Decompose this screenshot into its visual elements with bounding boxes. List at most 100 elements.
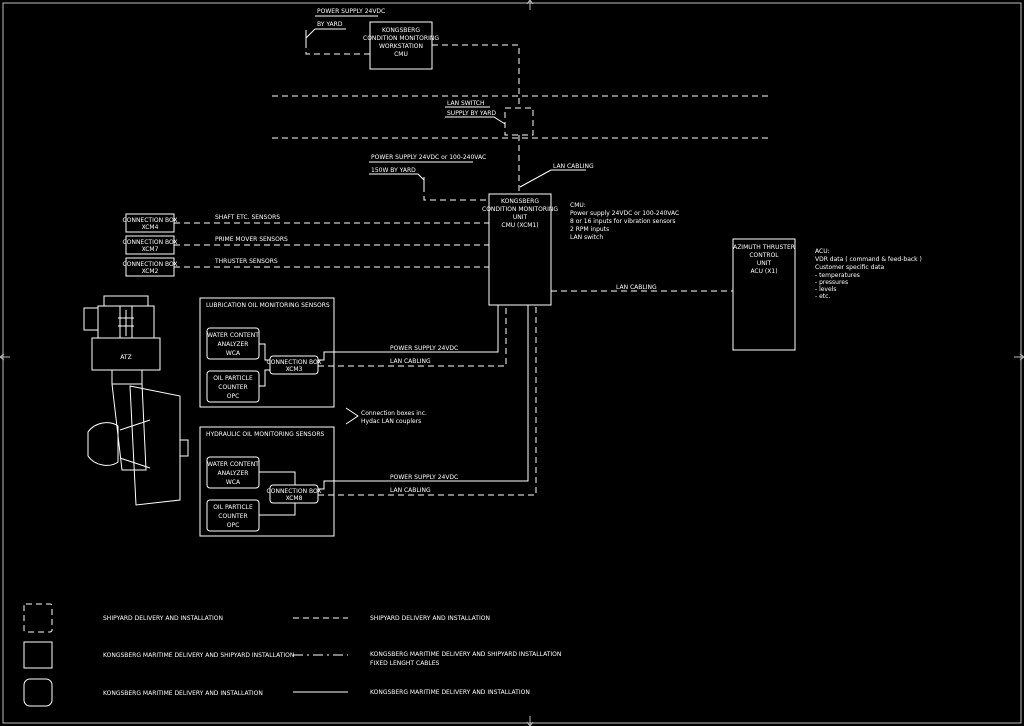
svg-text:CONDITION MONITORING: CONDITION MONITORING — [482, 206, 558, 213]
svg-text:KONGSBERG MARITIME DELIVERY AN: KONGSBERG MARITIME DELIVERY AND INSTALLA… — [103, 690, 263, 697]
svg-text:KONGSBERG: KONGSBERG — [382, 27, 420, 34]
svg-text:UNIT: UNIT — [757, 260, 772, 267]
svg-text:KONGSBERG MARITIME DELIVERY AN: KONGSBERG MARITIME DELIVERY AND INSTALLA… — [370, 689, 530, 696]
acu-notes: ACU: VDR data ( command & feed-back ) Cu… — [815, 248, 922, 300]
svg-text:OPC: OPC — [227, 393, 240, 400]
hyd-water-content-analyzer: WATER CONTENT ANALYZER WCA — [206, 456, 260, 489]
lube-lan-label: LAN CABLING — [390, 358, 431, 365]
workstation-power-supply: POWER SUPPLY 24VDC BY YARD — [305, 8, 385, 55]
svg-text:ANALYZER: ANALYZER — [218, 341, 249, 348]
svg-text:AZIMUTH THRUSTER: AZIMUTH THRUSTER — [733, 244, 795, 251]
svg-text:CONNECTION BOX: CONNECTION BOX — [267, 359, 322, 366]
svg-text:KONGSBERG MARITIME DELIVERY AN: KONGSBERG MARITIME DELIVERY AND SHIPYARD… — [103, 652, 294, 659]
svg-text:LUBRICATION OIL MONITORING SEN: LUBRICATION OIL MONITORING SENSORS — [206, 302, 330, 309]
connection-box-xcm4: CONNECTION BOX XCM4 — [123, 213, 178, 233]
svg-text:CMU (XCM1): CMU (XCM1) — [501, 222, 538, 229]
legend-row-km-shipyard: KONGSBERG MARITIME DELIVERY AND SHIPYARD… — [23, 641, 561, 669]
hyd-oil-particle-counter: OIL PARTICLE COUNTER OPC — [206, 499, 260, 532]
hyd-lan-label: LAN CABLING — [390, 487, 431, 494]
prime-mover-sensors-label: PRIME MOVER SENSORS — [215, 236, 288, 243]
lan-switch-label: LAN SWITCH — [447, 100, 485, 107]
hydraulic-oil-group: HYDRAULIC OIL MONITORING SENSORS WATER C… — [199, 426, 335, 537]
legend-row-km: KONGSBERG MARITIME DELIVERY AND INSTALLA… — [23, 678, 530, 707]
thruster-sensors-label: THRUSTER SENSORS — [214, 258, 278, 265]
svg-text:CONTROL: CONTROL — [749, 252, 779, 259]
svg-text:KONGSBERG MARITIME DELIVERY AN: KONGSBERG MARITIME DELIVERY AND SHIPYARD… — [370, 651, 561, 658]
svg-text:Customer specific data: Customer specific data — [815, 264, 884, 271]
svg-text:2 RPM inputs: 2 RPM inputs — [570, 226, 609, 233]
legend-row-shipyard: SHIPYARD DELIVERY AND INSTALLATION SHIPY… — [23, 603, 490, 633]
svg-text:COUNTER: COUNTER — [218, 384, 247, 391]
svg-text:- levels: - levels — [815, 286, 836, 293]
lube-power-label: POWER SUPPLY 24VDC — [390, 345, 458, 352]
connection-box-xcm2: CONNECTION BOX XCM2 — [123, 257, 178, 277]
svg-text:- temperatures: - temperatures — [815, 272, 860, 279]
svg-text:HYDRAULIC OIL MONITORING SENSO: HYDRAULIC OIL MONITORING SENSORS — [206, 431, 324, 438]
hyd-links: POWER SUPPLY 24VDC LAN CABLING — [318, 305, 537, 496]
svg-text:SHIPYARD DELIVERY AND INSTALLA: SHIPYARD DELIVERY AND INSTALLATION — [103, 615, 223, 622]
atz-thruster-drawing: ATZ — [83, 295, 189, 506]
connection-box-xcm7: CONNECTION BOX XCM7 — [123, 235, 178, 255]
svg-text:CONDITION MONITORING: CONDITION MONITORING — [363, 35, 439, 42]
svg-text:- etc.: - etc. — [815, 293, 830, 300]
svg-text:CMU:: CMU: — [570, 202, 586, 209]
by-yard-label: BY YARD — [317, 21, 343, 28]
svg-text:CONNECTION BOX: CONNECTION BOX — [123, 261, 178, 268]
svg-text:OIL PARTICLE: OIL PARTICLE — [213, 375, 253, 382]
svg-text:WCA: WCA — [226, 350, 241, 357]
svg-text:CONNECTION BOX: CONNECTION BOX — [123, 239, 178, 246]
connection-box-xcm3: CONNECTION BOX XCM3 — [267, 355, 322, 375]
svg-text:CONNECTION BOX: CONNECTION BOX — [123, 217, 178, 224]
hyd-power-label: POWER SUPPLY 24VDC — [390, 474, 458, 481]
lan-switch-zone: LAN SWITCH SUPPLY BY YARD — [272, 95, 768, 194]
connection-note: Connection boxes inc. Hydac LAN couplers — [345, 407, 427, 425]
lan-cabling-acu-label: LAN CABLING — [616, 284, 657, 291]
svg-text:COUNTER: COUNTER — [218, 513, 247, 520]
svg-text:WATER CONTENT: WATER CONTENT — [207, 332, 259, 339]
cm-workstation: KONGSBERG CONDITION MONITORING WORKSTATI… — [363, 21, 439, 70]
svg-text:XCM8: XCM8 — [286, 495, 303, 502]
svg-text:FIXED LENGHT CABLES: FIXED LENGHT CABLES — [370, 660, 440, 667]
svg-text:XCM4: XCM4 — [142, 224, 159, 231]
condition-monitoring-unit: KONGSBERG CONDITION MONITORING UNIT CMU … — [482, 193, 558, 306]
connection-box-xcm8: CONNECTION BOX XCM8 — [267, 484, 322, 504]
svg-text:XCM3: XCM3 — [286, 366, 303, 373]
power-supply-ac-label: POWER SUPPLY 24VDC or 100-240VAC — [371, 154, 486, 161]
svg-text:WATER CONTENT: WATER CONTENT — [207, 461, 259, 468]
supply-by-yard-label: SUPPLY BY YARD — [447, 110, 496, 117]
svg-text:ACU (X1): ACU (X1) — [750, 268, 777, 275]
lube-water-content-analyzer: WATER CONTENT ANALYZER WCA — [206, 327, 260, 360]
svg-text:Connection boxes inc.: Connection boxes inc. — [361, 410, 427, 417]
svg-text:KONGSBERG: KONGSBERG — [501, 198, 539, 205]
svg-text:OPC: OPC — [227, 522, 240, 529]
lan-cabling-top-leader — [519, 169, 586, 188]
svg-text:WCA: WCA — [226, 479, 241, 486]
svg-text:ACU:: ACU: — [815, 248, 830, 255]
svg-text:VDR data ( command & feed-back: VDR data ( command & feed-back ) — [815, 256, 922, 263]
azimuth-thruster-control-unit: AZIMUTH THRUSTER CONTROL UNIT ACU (X1) — [732, 238, 796, 351]
svg-text:OIL PARTICLE: OIL PARTICLE — [213, 504, 253, 511]
workstation-lan-link — [432, 44, 520, 108]
lube-oil-particle-counter: OIL PARTICLE COUNTER OPC — [206, 370, 260, 403]
svg-text:CMU: CMU — [394, 51, 408, 58]
svg-text:UNIT: UNIT — [513, 214, 528, 221]
svg-text:SHIPYARD DELIVERY AND INSTALLA: SHIPYARD DELIVERY AND INSTALLATION — [370, 615, 490, 622]
sensor-links: SHAFT ETC. SENSORS PRIME MOVER SENSORS T… — [174, 214, 489, 268]
lube-links: POWER SUPPLY 24VDC LAN CABLING — [318, 305, 507, 367]
svg-text:ANALYZER: ANALYZER — [218, 470, 249, 477]
lubrication-oil-group: LUBRICATION OIL MONITORING SENSORS WATER… — [199, 297, 335, 408]
svg-text:Hydac LAN couplers: Hydac LAN couplers — [361, 418, 421, 425]
svg-text:CONNECTION BOX: CONNECTION BOX — [267, 488, 322, 495]
svg-text:XCM2: XCM2 — [142, 268, 159, 275]
cmu-power-supply: POWER SUPPLY 24VDC or 100-240VAC 150W BY… — [369, 154, 489, 201]
svg-text:WORKSTATION: WORKSTATION — [379, 43, 423, 50]
power-supply-24vdc-label: POWER SUPPLY 24VDC — [317, 8, 385, 15]
atz-label: ATZ — [120, 354, 131, 361]
lan-cabling-top-label: LAN CABLING — [553, 163, 594, 170]
150w-label: 150W BY YARD — [371, 167, 416, 174]
svg-text:LAN switch: LAN switch — [570, 234, 603, 241]
svg-text:Power supply 24VDC or 100-240V: Power supply 24VDC or 100-240VAC — [570, 210, 679, 217]
